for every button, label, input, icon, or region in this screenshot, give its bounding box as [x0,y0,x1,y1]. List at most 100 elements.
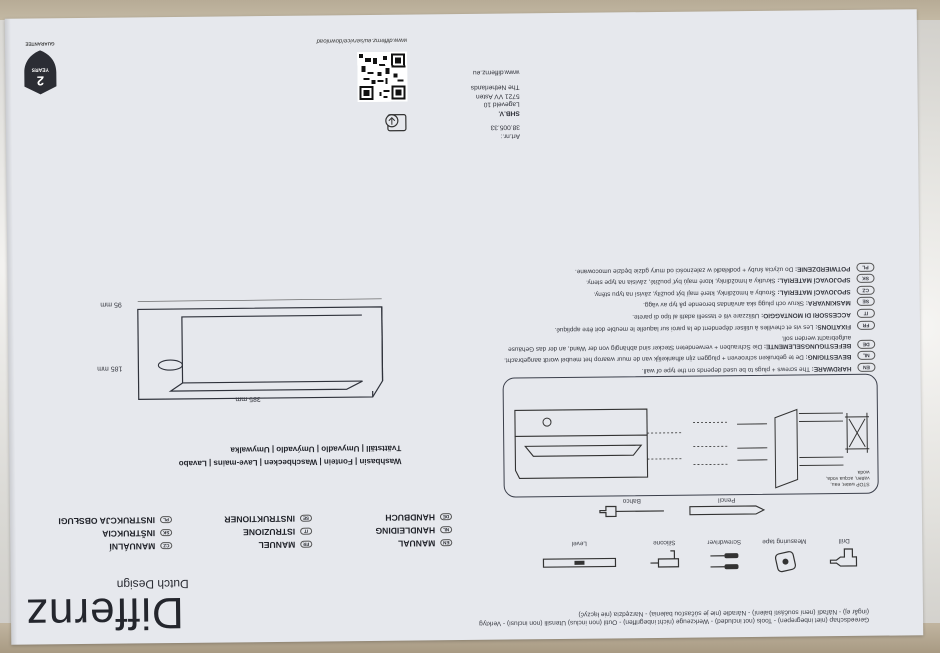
manual-title-se: SEINSTRUKTIONER [172,513,313,525]
article-number: 38.005.33 [490,123,520,132]
tool-label-level: Level [571,539,587,547]
lang-code-badge: PL [856,262,875,272]
tools-row-secondary: Pencil Bahco [472,491,772,524]
company-name: SHB.V. [498,109,520,117]
manual-title-label: HANDLEIDING [375,525,436,536]
manual-title-fr: FR MANUEL [172,539,313,551]
hardware-note-text: Do użycia śruby + podkładki w zależności… [574,265,794,275]
tool-label-screwdriver: Screwdriver [707,538,742,546]
hardware-note-se: SE MASKINVARA: Skruv och plugg ska använ… [495,297,875,311]
tools-intro-text: Gereedschap (niet inbegrepen) - Tools (n… [479,607,870,627]
hardware-note-text: Skruv och plugg ska användas beroende på… [643,299,805,309]
hardware-note-nl: NL BEVESTIGING: De te gebruiken schroeve… [495,351,876,365]
tool-label-drill: Drill [838,536,850,545]
dimension-height: 185 mm [97,364,123,372]
manual-title-de: DEHANDBUCH [312,512,453,523]
hardware-note-title: SPOJOVACÍ MATERIÁL: [777,276,851,284]
hardware-note-text: Utilizzare viti e tasselli adatti al tip… [632,311,760,321]
lang-code-badge: NL [857,351,876,361]
manual-title-nl: NL HANDLEIDING [312,525,453,536]
manual-title-sk: SK INŠTRUKCIA [32,528,173,539]
manual-title-row: ENMANUAL FR MANUEL CZ MANUÁLNÍ [22,538,453,553]
article-number-label: Art.nr.: [500,132,521,140]
manual-title-label: INSTRUKTIONER [224,513,296,525]
hardware-note-title: BEVESTIGING: [805,353,852,361]
address-city: 5721 VV Asten [475,92,520,100]
washbasin-cabinet-drawing [137,298,384,401]
manual-title-label: INSTRUKCJA OBSŁUGI [58,515,156,527]
manual-title-label: HANDBUCH [385,512,436,523]
hardware-note-text: Šrouby a hmoždinky, které mají být použi… [593,288,776,298]
lang-code-badge: NL [440,526,453,534]
tool-label-silicone: Silicone [653,538,676,547]
guarantee-badge: 2 YEARS GUARANTEE [21,41,60,96]
hardware-note-text: Skrutky a hmoždinky, ktoré majú byť použ… [586,276,776,286]
lang-code-badge: SK [160,529,173,537]
tool-label-measuring-tape: Measuring tape [762,537,807,545]
pencil-icon [689,505,766,516]
wrench-icon [599,505,664,518]
guarantee-label: GUARANTEE [25,41,55,47]
lang-code-badge: IT [300,527,313,535]
hardware-note-sk: SK SPOJOVACÍ MATERIÁL: Skrutky a hmoždin… [495,273,875,287]
manual-title-grid: ENMANUAL FR MANUEL CZ MANUÁLNÍ NL HANDLEIDI… [22,509,453,553]
hardware-notes-list: EN HARDWARE: The screws + plugs to be us… [494,260,876,376]
wall-mounting-illustration [514,408,870,489]
lang-code-badge: EN [857,362,876,372]
printed-content-upside-down: Gereedschap (niet inbegrepen) - Tools (n… [5,9,924,645]
lang-code-badge: PL [159,516,173,524]
qr-code[interactable] [357,51,408,103]
hardware-note-title: POTWIERDZENIE: [794,264,851,273]
product-subtitle-2: Tvättställ | Umyvadlo | Umývadlo | Umywa… [230,443,402,455]
product-dimension-drawing [132,291,393,414]
hardware-note-cz: CZ SPOJOVACÍ MATERIÁL: Šrouby a hmoždink… [495,285,875,299]
tool-silicone: Silicone [634,518,695,581]
hardware-note-text: Les vis et chevilles à utiliser dépenden… [554,322,814,333]
company-website: www.differnz.eu [472,68,520,77]
hardware-note-title: HARDWARE: [811,364,852,373]
manual-title-en: ENMANUAL [312,538,453,549]
hardware-note-pl: PL POTWIERDZENIE: Do użycia śruby + podk… [494,262,875,276]
address-street: Lageveld 10 [483,100,520,108]
manual-title-label: MANUÁLNÍ [109,541,156,552]
no-water-warning-icon [844,412,870,453]
dimension-depth: 95 mm [100,300,122,308]
brand-logo: Differnz [24,587,185,639]
manual-title-cz: CZ MANUÁLNÍ [32,541,173,552]
guarantee-shield-icon [24,50,57,95]
hardware-note-title: MASKINVARA: [805,299,851,307]
manual-title-label: INŠTRUKCIA [102,528,156,539]
stop-water-label: STOP water, eau, vatten, acqua voda, wod… [825,468,870,488]
lang-code-badge: FR [300,540,313,548]
lang-code-badge: SE [856,297,875,307]
lang-code-badge: SK [856,273,875,284]
hardware-note-de: DE BEFESTIGUNGSELEMENTE: Die Schrauben +… [495,333,876,352]
hardware-note-title: ACCESSORI DI MONTAGGIO: [761,310,851,319]
lang-code-badge: EN [440,539,453,547]
manual-title-pl: PLINSTRUKCJA OBSŁUGI [32,515,173,527]
lang-code-badge: CZ [856,285,875,295]
spirit-level-icon [542,557,617,568]
hardware-note-title: SPOJOVACÍ MATERIÁL: [777,287,851,296]
address-country: The Netherlands [470,83,520,91]
lang-code-badge: DE [857,339,876,349]
tool-screwdriver: Screwdriver [694,517,755,580]
company-address: Art.nr.: 38.005.33 SHB.V. Lageveld 10 57… [399,67,520,140]
manual-title-row: DEHANDBUCH SEINSTRUKTIONER PLINSTRUKCJA … [22,512,453,527]
hardware-note-fr: FR FIXATIONS: Les vis et chevilles à uti… [495,320,876,334]
lang-code-badge: IT [856,308,875,318]
lang-code-badge: CZ [160,542,173,550]
measuring-tape-icon [774,551,797,573]
tool-measuring-tape: Measuring tape [754,516,815,579]
hardware-note-it: IT ACCESSORI DI MONTAGGIO: Utilizzare vi… [495,308,875,322]
hardware-note-title: BEFESTIGUNGSELEMENTE: [763,341,852,350]
guarantee-years: 2 [36,73,45,89]
qr-url: www.differnz.eu/service/download [316,36,408,44]
brand-block: Differnz Dutch Design [24,576,306,639]
manual-title-label: MANUEL [258,539,296,551]
qr-download-block: www.differnz.eu/service/download [316,33,408,134]
manual-download-icon [385,114,407,132]
manual-title-row: NL HANDLEIDING IT ISTRUZIONE SK INŠTRUKCIA [22,525,453,540]
tool-bahco: Bahco [591,460,672,523]
manual-title-label: ISTRUZIONE [243,526,296,538]
